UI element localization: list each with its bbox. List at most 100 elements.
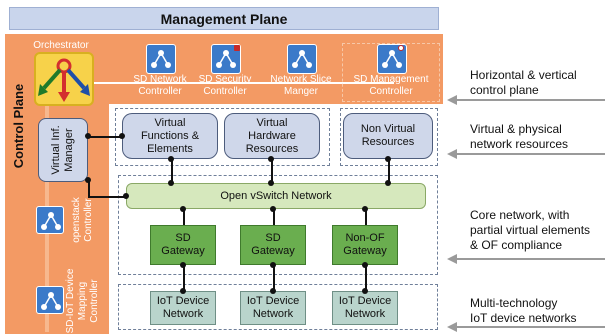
openstack-label-1: openstack [71,197,82,243]
security-controller-icon [211,44,241,74]
lock-icon [234,45,240,51]
annotation-2-line-1: Virtual & physical [470,122,562,136]
vim-label-1: Virtual Inf. [50,125,62,175]
virtual-hardware-label-3: Resources [245,142,299,155]
junction-dot [270,288,276,294]
connector-gw3-iot3 [365,265,367,291]
iot-2-label-1: IoT Device [246,295,300,307]
sd-network-controller-label-2: Controller [138,86,182,97]
ovs-label: Open vSwitch Network [220,190,332,202]
junction-dot [119,133,125,139]
annotation-4-line-2: IoT device networks [470,311,577,325]
connector-hw-ovs [271,159,273,183]
annotation-arrow-1 [457,99,605,101]
iot-device-network-3[interactable]: IoT Device Network [332,291,398,325]
iot-mapping-label-2: Mapping [77,281,88,321]
control-plane-label: Control Plane [11,83,26,169]
gateway-2-label-1: SD [265,232,281,244]
gateway-3-label-2: Gateway [343,245,387,257]
network-slice-manager-label-2: Manger [284,86,318,97]
connector-nv-ovs [388,159,390,183]
openstack-controller-icon[interactable] [36,206,64,234]
virtual-functions-label-3: Elements [147,142,193,155]
virtual-functions-label-1: Virtual [154,116,186,129]
sd-gateway-1[interactable]: SD Gateway [150,225,216,265]
network-slice-manager[interactable]: Network Slice Manger [266,44,336,98]
status-ring-icon [398,45,404,51]
gateway-3-label-1: Non-OF [345,232,385,244]
junction-dot [362,262,368,268]
iot-networks-group [118,284,438,330]
connector-gw1-iot1 [183,265,185,291]
junction-dot [180,288,186,294]
sd-management-controller-label-2: Controller [369,86,413,97]
connector-vf-ovs [171,159,173,183]
annotation-3-line-1: Core network, with [470,208,570,222]
controller-bus [94,82,394,84]
core-network-group [118,175,438,275]
iot-mapping-controller-label: SD-IoT Device Mapping Controller [60,268,106,334]
non-virtual-resources-node[interactable]: Non Virtual Resources [343,113,433,159]
sd-security-controller[interactable]: SD Security Controller [192,44,258,98]
annotation-2-line-2: network resources [470,137,569,151]
junction-dot [180,262,186,268]
annotation-control-plane: Horizontal & vertical control plane [470,68,610,98]
junction-dot [168,156,174,162]
gateway-2-label-2: Gateway [251,245,295,257]
junction-dot [270,262,276,268]
iot-1-label-1: IoT Device [156,295,210,307]
slice-manager-icon [287,44,317,74]
openstack-label-2: Controller [83,198,94,242]
annotation-1-line-2: control plane [470,83,539,97]
junction-dot [168,180,174,186]
annotation-arrow-4 [457,326,605,328]
arrow-left-icon [447,254,457,264]
junction-dot [85,133,91,139]
connector-vim-vf [88,136,122,138]
annotation-3-line-3: & OF compliance [470,238,563,252]
annotation-arrow-3 [457,258,605,260]
iot-3-label-2: Network [344,308,386,320]
annotation-3-line-2: partial virtual elements [470,223,591,237]
openstack-controller-label: openstack Controller [63,195,103,245]
sd-network-controller[interactable]: SD Network Controller [127,44,193,98]
non-virtual-label-2: Resources [361,136,415,148]
iot-device-network-1[interactable]: IoT Device Network [150,291,216,325]
connector-ovs-gw1 [183,209,185,225]
virtual-inf-manager[interactable] [38,118,88,182]
junction-dot [85,177,91,183]
junction-dot [362,288,368,294]
iot-mapping-label-3: Controller [89,279,100,323]
junction-dot [362,206,368,212]
iot-2-label-2: Network [252,308,294,320]
connector-vim-down [88,180,90,196]
management-plane-bar: Management Plane [9,7,439,30]
sd-management-controller[interactable]: SD Management Controller [348,44,434,98]
iot-device-network-2[interactable]: IoT Device Network [240,291,306,325]
non-of-gateway[interactable]: Non-OF Gateway [332,225,398,265]
vim-label-2: Manager [63,128,75,172]
virtual-functions-node[interactable]: Virtual Functions & Elements [122,113,218,159]
connector-vim-ovs [88,196,126,198]
junction-dot [385,156,391,162]
junction-dot [180,206,186,212]
orchestrator-label: Orchestrator [33,40,89,51]
virtual-hardware-node[interactable]: Virtual Hardware Resources [224,113,320,159]
iot-3-label-1: IoT Device [338,295,392,307]
network-controller-icon [146,44,176,74]
annotation-core-network: Core network, with partial virtual eleme… [470,208,610,253]
connector-ovs-gw2 [273,209,275,225]
orchestrator[interactable] [34,52,94,106]
open-vswitch-network[interactable]: Open vSwitch Network [126,183,426,209]
virtual-hardware-label-1: Virtual [256,116,288,129]
arrow-left-icon [447,149,457,159]
annotation-resources: Virtual & physical network resources [470,122,610,152]
sd-security-controller-label-2: Controller [203,86,247,97]
connector-gw2-iot2 [273,265,275,291]
junction-dot [385,180,391,186]
iot-mapping-controller-icon[interactable] [36,286,64,314]
sd-gateway-2[interactable]: SD Gateway [240,225,306,265]
arrow-left-icon [447,322,457,332]
management-plane-title: Management Plane [160,10,288,27]
virtual-hardware-label-2: Hardware [248,129,296,142]
